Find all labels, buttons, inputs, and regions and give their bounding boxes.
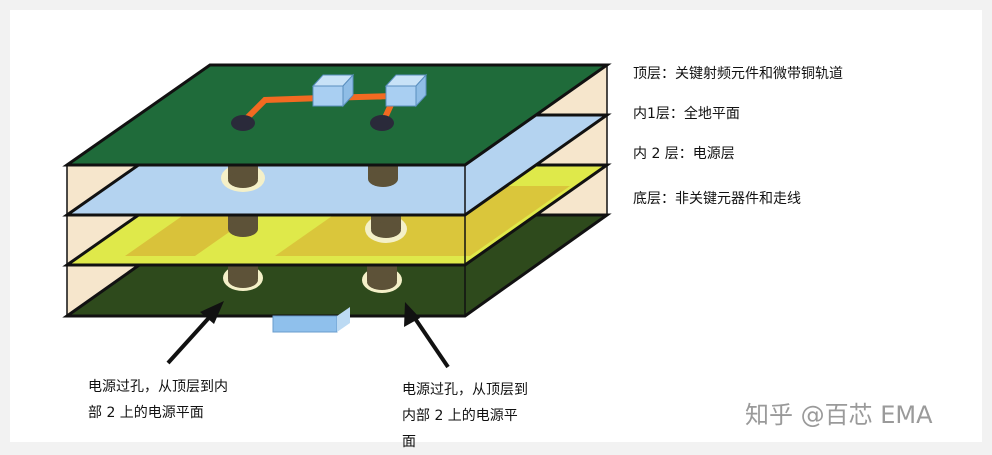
via-pad-top-right — [370, 115, 394, 131]
bottom-component — [272, 315, 338, 333]
rf-component-2 — [384, 73, 428, 108]
bottom-component-side — [337, 307, 350, 332]
label-bottom-layer: 底层：非关键元器件和走线 — [633, 191, 801, 207]
arrow-right — [404, 302, 450, 369]
via-power-left — [228, 215, 258, 237]
callout-left-line2: 部 2 上的电源平面 — [88, 405, 204, 421]
callout-left-line1: 电源过孔，从顶层到内 — [88, 379, 228, 395]
callout-right-line1: 电源过孔，从顶层到 — [402, 382, 528, 398]
label-inner1-layer: 内1层：全地平面 — [633, 106, 740, 122]
label-top-layer: 顶层：关键射频元件和微带铜轨道 — [633, 66, 843, 82]
callout-right-line3: 面 — [402, 434, 416, 450]
power-region-right — [275, 186, 570, 256]
rf-component-1 — [311, 73, 355, 108]
via-bottom-left — [223, 265, 263, 291]
via-ground-left — [221, 164, 265, 192]
arrow-left — [166, 301, 224, 365]
label-inner2-layer: 内 2 层：电源层 — [633, 146, 735, 162]
via-bottom-right — [362, 265, 402, 293]
callout-right-line2: 内部 2 上的电源平 — [402, 408, 518, 424]
via-ground-right — [368, 165, 398, 187]
via-power-right — [365, 215, 407, 243]
via-pad-top-left — [231, 115, 255, 131]
watermark: 知乎 @百芯 EMA — [745, 401, 933, 429]
